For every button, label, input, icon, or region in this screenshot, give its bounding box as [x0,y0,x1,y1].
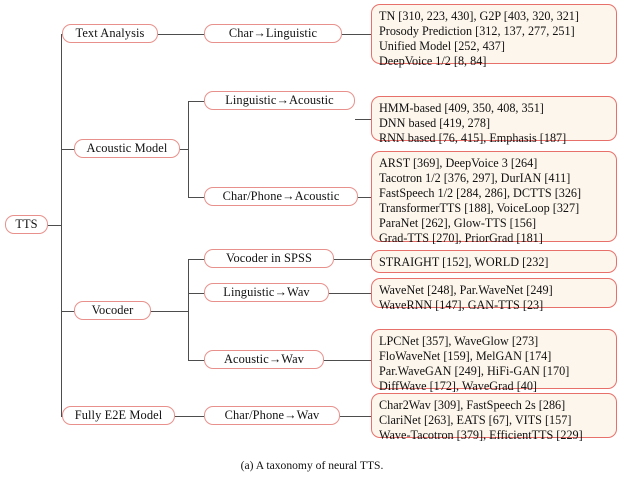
node-label: Char/Phone→Acoustic [222,188,340,203]
edge-text-analysis-to-child [158,33,204,35]
leaf-line: Prosody Prediction [312, 137, 277, 251] [379,24,575,39]
node-label: Acoustic→Wav [223,351,305,366]
leaf-line: DiffWave [172], WaveGrad [40] [379,379,537,394]
node-label: Linguistic→Acoustic [225,92,334,107]
edge-linguistic-acoustic-to-leaf [355,118,371,120]
node-label: Vocoder [91,302,134,317]
node-label: Linguistic→Wav [223,284,310,299]
leaf-line: Wave-Tacotron [379], EfficientTTS [229] [379,428,583,443]
node-linguistic-to-acoustic[interactable]: Linguistic→Acoustic [204,91,355,110]
edge-vocoder-spine [188,259,190,360]
node-fully-e2e-model[interactable]: Fully E2E Model [62,406,175,425]
leaf-line: Grad-TTS [270], PriorGrad [181] [379,231,543,246]
node-char-to-linguistic[interactable]: Char→Linguistic [204,24,342,43]
node-label: Char/Phone→Wav [224,407,320,422]
edge-to-char-phone-acoustic [188,196,204,198]
leaf-linguistic-to-acoustic[interactable]: HMM-based [409, 350, 408, 351] DNN based… [371,96,617,145]
edge-char-phone-acoustic-to-leaf [358,196,371,198]
edge-to-linguistic-wav [188,292,204,294]
leaf-line: TransformerTTS [188], VoiceLoop [327] [379,201,580,216]
edge-linguistic-wav-to-leaf [329,292,371,294]
node-label: Text Analysis [75,25,145,40]
node-label: Fully E2E Model [74,407,163,422]
edge-to-acoustic-wav [188,359,204,361]
leaf-line: Tacotron 1/2 [376, 297], DurIAN [411] [379,171,571,186]
leaf-acoustic-to-wav[interactable]: LPCNet [357], WaveGlow [273] FloWaveNet … [371,329,617,393]
node-char-phone-to-wav[interactable]: Char/Phone→Wav [204,406,340,425]
figure-caption: (a) A taxonomy of neural TTS. [240,459,384,472]
leaf-line: FloWaveNet [159], MelGAN [174] [379,349,552,364]
edge-to-vocoder-in-spss [188,258,204,260]
leaf-line: TN [310, 223, 430], G2P [403, 320, 321] [379,9,579,23]
node-linguistic-to-wav[interactable]: Linguistic→Wav [204,283,329,302]
edge-acoustic-model-out [180,148,189,150]
leaf-line: LPCNet [357], WaveGlow [273] [379,334,539,348]
node-label: Acoustic Model [86,140,168,155]
leaf-char-phone-to-acoustic[interactable]: ARST [369], DeepVoice 3 [264] Tacotron 1… [371,151,617,245]
edge-char-phone-wav-to-leaf [340,415,371,417]
leaf-char-to-linguistic[interactable]: TN [310, 223, 430], G2P [403, 320, 321] … [371,4,617,68]
edge-to-linguistic-acoustic [188,100,204,102]
node-label: TTS [15,216,38,231]
leaf-line: ParaNet [262], Glow-TTS [156] [379,216,537,231]
leaf-line: Char2Wav [309], FastSpeech 2s [286] [379,398,566,412]
edge-acoustic-wav-to-leaf [324,359,371,361]
edge-to-acoustic-model [61,148,74,150]
leaf-line: ClariNet [263], EATS [67], VITS [157] [379,413,572,428]
node-vocoder[interactable]: Vocoder [74,301,151,320]
leaf-line: RNN based [76, 415], Emphasis [187] [379,131,567,146]
node-label: Char→Linguistic [228,25,318,40]
leaf-line: DNN based [419, 278] [379,116,491,131]
node-vocoder-in-spss[interactable]: Vocoder in SPSS [204,249,334,268]
edge-to-vocoder [61,310,74,312]
leaf-line: Par.WaveGAN [249], HiFi-GAN [170] [379,364,570,379]
node-acoustic-model[interactable]: Acoustic Model [74,139,180,158]
leaf-line: WaveRNN [147], GAN-TTS [23] [379,298,544,313]
leaf-line: FastSpeech 1/2 [284, 286], DCTTS [326] [379,186,582,201]
leaf-line: DeepVoice 1/2 [8, 84] [379,54,487,69]
edge-char-linguistic-to-leaf [342,33,371,35]
leaf-linguistic-to-wav[interactable]: WaveNet [248], Par.WaveNet [249] WaveRNN… [371,278,617,312]
leaf-char-phone-to-wav[interactable]: Char2Wav [309], FastSpeech 2s [286] Clar… [371,393,617,442]
edge-root-out [48,224,62,226]
leaf-line: STRAIGHT [152], WORLD [232] [379,255,549,269]
leaf-line: Unified Model [252, 437] [379,39,505,54]
node-tts-root[interactable]: TTS [5,215,48,234]
node-text-analysis[interactable]: Text Analysis [62,24,158,43]
node-acoustic-to-wav[interactable]: Acoustic→Wav [204,350,324,369]
leaf-line: WaveNet [248], Par.WaveNet [249] [379,283,553,297]
node-label: Vocoder in SPSS [226,250,312,265]
edge-vocoder-out [151,310,189,312]
edge-vocoder-spss-to-leaf [334,258,371,260]
leaf-line: ARST [369], DeepVoice 3 [264] [379,156,538,170]
leaf-vocoder-in-spss[interactable]: STRAIGHT [152], WORLD [232] [371,250,617,273]
edge-fully-e2e-to-child [175,415,204,417]
edge-root-spine [61,34,63,416]
edge-acoustic-model-spine [188,101,190,197]
node-char-phone-to-acoustic[interactable]: Char/Phone→Acoustic [204,187,358,206]
leaf-line: HMM-based [409, 350, 408, 351] [379,101,544,115]
